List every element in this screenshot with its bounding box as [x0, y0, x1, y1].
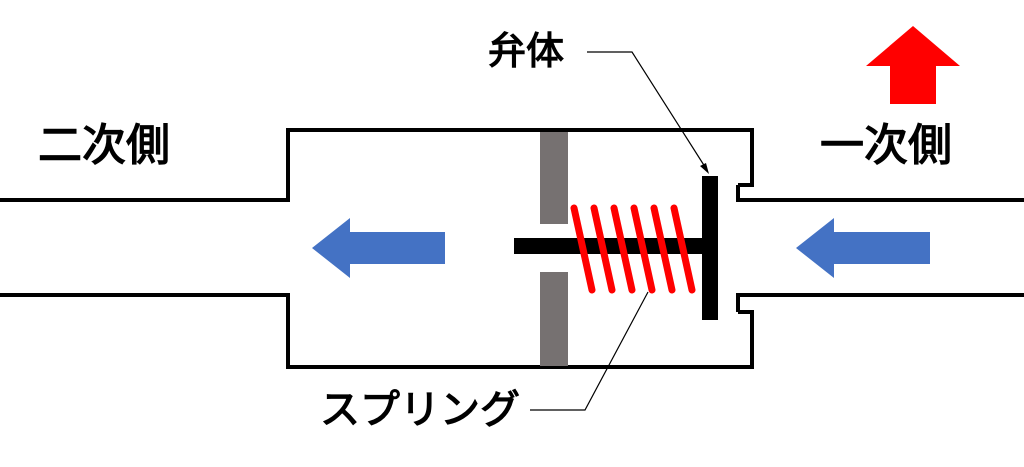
valve-body-label: 弁体	[488, 29, 565, 73]
secondary-side-label: 二次側	[38, 120, 170, 171]
primary-side-label: 一次側	[820, 120, 952, 171]
partition-upper	[540, 132, 568, 224]
leader-line-spring	[530, 291, 649, 411]
valve-disc	[702, 176, 718, 320]
spring-label: スプリング	[320, 387, 520, 433]
guide-rod	[514, 238, 704, 254]
spring-coil	[570, 204, 696, 294]
flow-arrow-secondary-icon	[312, 218, 445, 278]
partition-lower	[540, 272, 568, 366]
leader-arrowhead-valve	[700, 163, 709, 174]
leader-line-valve	[587, 51, 708, 171]
housing-lower-outline	[0, 293, 754, 369]
flow-arrow-primary-icon	[796, 218, 930, 278]
valve-seat-top	[736, 185, 1024, 202]
pressure-arrow-up-icon	[866, 26, 960, 104]
housing-upper-outline	[0, 128, 754, 202]
valve-seat-bottom	[736, 293, 1024, 312]
